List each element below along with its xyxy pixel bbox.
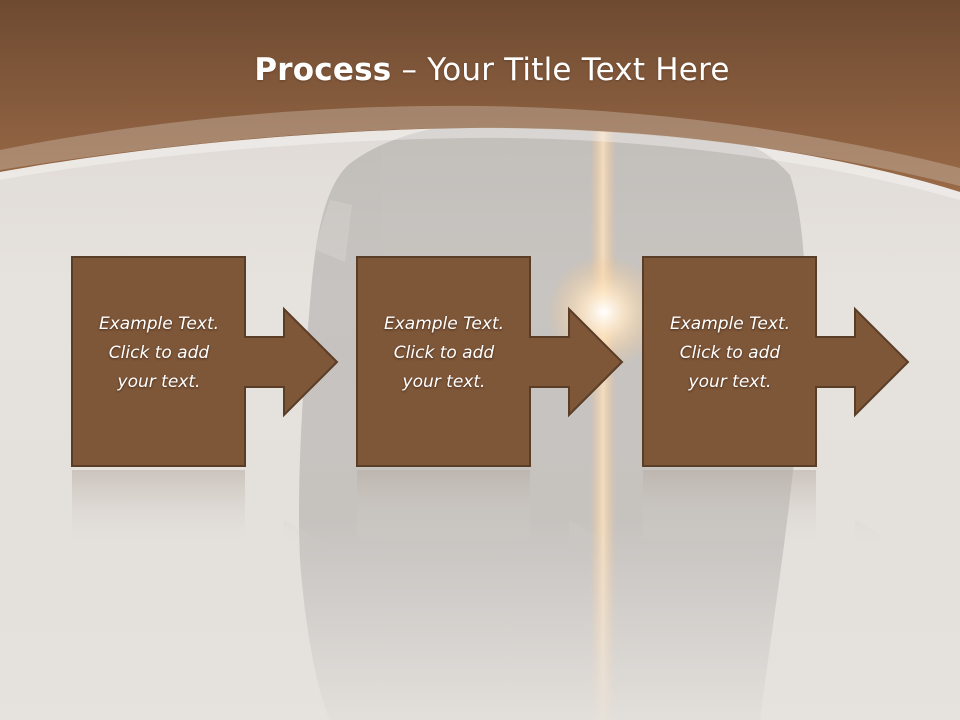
title-bold: Process [254,52,392,88]
step-arrow-shape [71,256,339,467]
step-text[interactable]: Example Text. Click to add your text. [75,310,243,397]
process-step-1[interactable]: Example Text. Click to add your text. [71,256,341,468]
process-step-2[interactable]: Example Text. Click to add your text. [356,256,626,468]
process-step-3[interactable]: Example Text. Click to add your text. [642,256,912,468]
step-text-line: your text. [117,372,201,392]
step-arrow-shape [642,256,910,467]
step-text-line: Example Text. [383,314,505,334]
step-text-line: Click to add [393,343,495,363]
slide-title[interactable]: Process – Your Title Text Here [0,52,960,88]
step-reflection [72,470,337,550]
title-separator: – [391,52,428,88]
step-text[interactable]: Example Text. Click to add your text. [646,310,814,397]
step-text-line: Click to add [679,343,781,363]
header-band [0,0,960,192]
step-text-line: your text. [402,372,486,392]
step-text[interactable]: Example Text. Click to add your text. [360,310,528,397]
step-text-line: Click to add [108,343,210,363]
step-arrow-shape [356,256,624,467]
step-text-line: Example Text. [98,314,220,334]
title-rest: Your Title Text Here [427,52,730,88]
step-text-line: your text. [688,372,772,392]
step-reflection [357,470,622,550]
step-text-line: Example Text. [669,314,791,334]
step-reflection [643,470,908,550]
